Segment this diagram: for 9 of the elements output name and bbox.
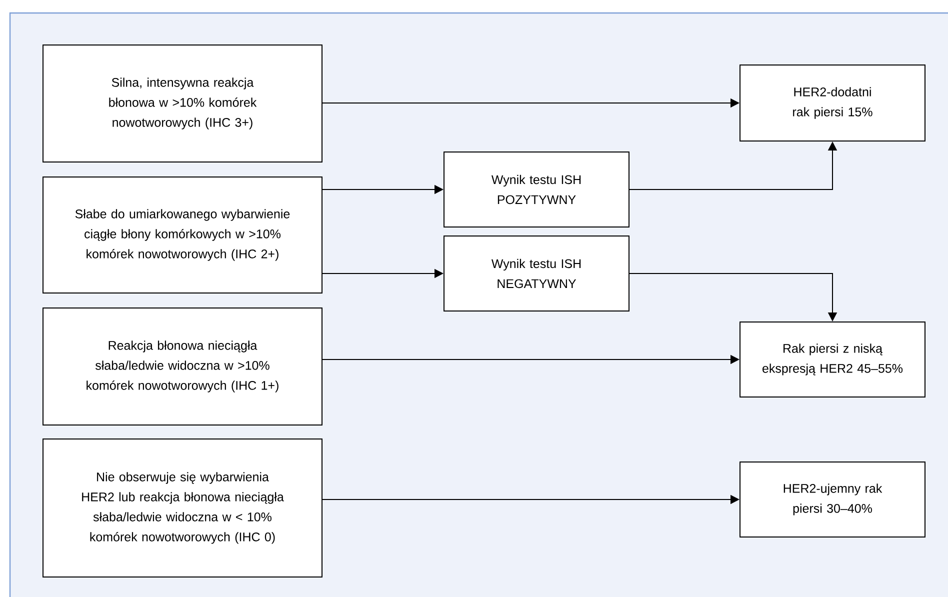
process-box: HER2-ujemny rak piersi 30–40% bbox=[740, 462, 926, 538]
process-box: Wynik testu ISH POZYTYWNY bbox=[444, 152, 630, 228]
process-box: Wynik testu ISH NEGATYWNY bbox=[444, 236, 630, 312]
process-box: Nie obserwuje się wybarwienia HER2 lub reakcja błonowa nieciągła słaba/ledwie widoczna w < 10% komórek nowotworowych (IHC 0) bbox=[42, 438, 322, 578]
process-box: HER2-dodatni rak piersi 15% bbox=[740, 64, 926, 142]
process-box: Silna, intensywna reakcja błonowa w >10% komórek nowotworowych (IHC 3+) bbox=[42, 44, 322, 162]
process-box: Słabe do umiarkowanego wybarwienie ciągłe błony komórkowych w >10% komórek nowotworowych (IHC 2+) bbox=[42, 176, 322, 294]
process-box: Rak piersi z niską ekspresją HER2 45–55% bbox=[740, 322, 926, 398]
process-box: Reakcja błonowa nieciągła słaba/ledwie widoczna w >10% komórek nowotworowych (IHC 1+) bbox=[42, 308, 322, 426]
